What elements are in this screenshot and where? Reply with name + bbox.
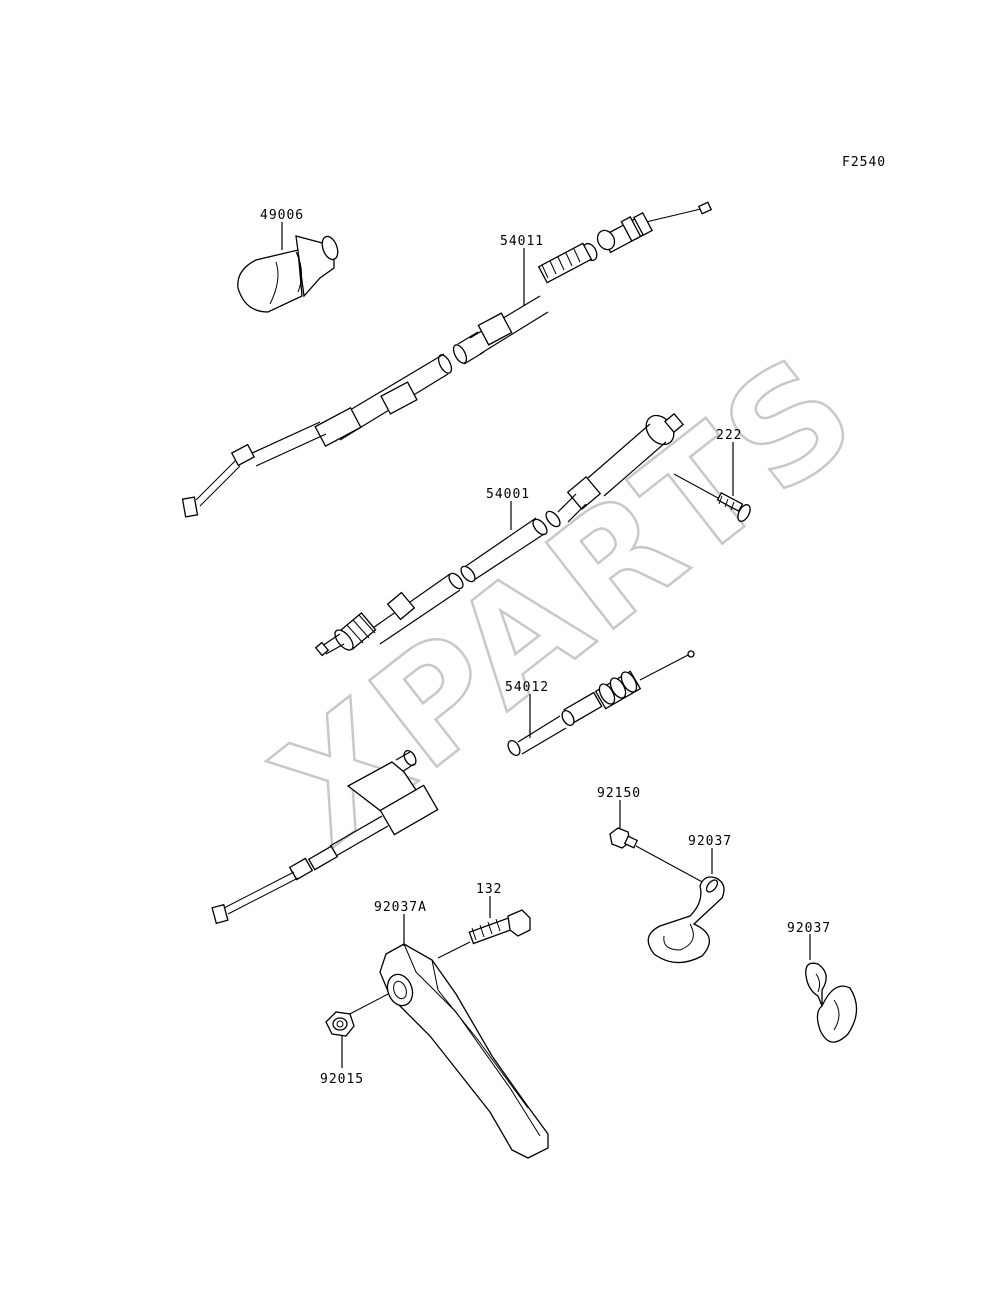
watermark: XPARTS [245, 321, 890, 879]
diagram-code: F2540 [842, 155, 886, 170]
label-54012: 54012 [505, 680, 549, 695]
part-92037A-bracket[interactable] [345, 943, 549, 1159]
label-92037-a: 92037 [688, 834, 732, 849]
label-92037A: 92037A [374, 900, 427, 915]
label-92150: 92150 [597, 786, 641, 801]
label-49006: 49006 [260, 208, 304, 223]
label-132: 132 [476, 882, 502, 897]
part-54001-speedometer-cable[interactable] [314, 410, 719, 657]
part-92015-nut[interactable] [325, 1011, 355, 1037]
label-92015: 92015 [320, 1072, 364, 1087]
part-49006-boot[interactable] [237, 234, 341, 313]
part-222-screw[interactable] [716, 491, 753, 523]
label-54011: 54011 [500, 234, 544, 249]
label-92037-b: 92037 [787, 921, 831, 936]
label-222: 222 [716, 428, 742, 443]
part-54012-throttle-cable[interactable] [211, 650, 695, 925]
part-92037-clamp-b[interactable] [805, 962, 858, 1043]
part-132-bolt[interactable] [437, 909, 531, 959]
part-92037-clamp-a[interactable] [647, 876, 725, 964]
part-92150-bolt[interactable] [609, 827, 707, 885]
label-54001: 54001 [486, 487, 530, 502]
part-54011-clutch-cable[interactable] [181, 201, 713, 518]
